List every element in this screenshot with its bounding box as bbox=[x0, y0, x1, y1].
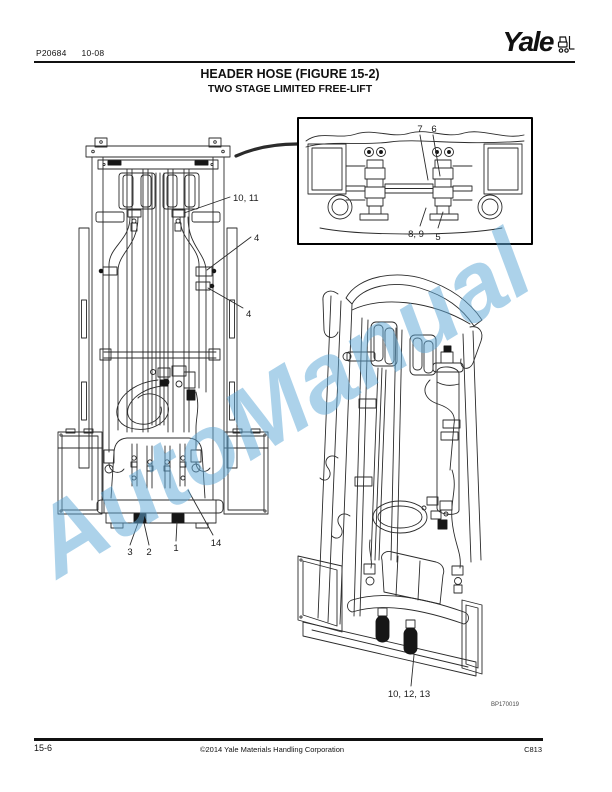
section-leader-lines bbox=[419, 134, 444, 229]
page-title: HEADER HOSE (FIGURE 15-2) bbox=[200, 67, 380, 81]
callout-5: 5 bbox=[435, 232, 440, 243]
brand-name: Yale bbox=[502, 26, 554, 57]
footer-rule bbox=[34, 738, 543, 741]
callout-4b: 4 bbox=[246, 309, 251, 320]
forklift-icon bbox=[557, 36, 575, 53]
callout-8-9: 8, 9 bbox=[408, 229, 424, 240]
front-view-leader-lines bbox=[129, 196, 252, 546]
callout-1: 1 bbox=[173, 543, 178, 554]
header-doc-info: P20684 10-08 bbox=[36, 48, 104, 58]
front-view-diagram: 10, 11 4 4 3 2 1 14 bbox=[57, 137, 269, 558]
callout-4a: 4 bbox=[254, 233, 259, 244]
page-subtitle: TWO STAGE LIMITED FREE-LIFT bbox=[207, 83, 373, 95]
footer-page-number: 15-6 bbox=[34, 743, 53, 753]
callout-3: 3 bbox=[127, 547, 132, 558]
doc-number: P20684 bbox=[36, 48, 67, 58]
figure-image-code: BP170019 bbox=[491, 702, 520, 708]
callout-10-11: 10, 11 bbox=[233, 193, 259, 204]
perspective-view-diagram: 10, 12, 13 BP170019 bbox=[297, 274, 520, 708]
callout-14: 14 bbox=[211, 538, 222, 549]
footer-copyright: ©2014 Yale Materials Handling Corporatio… bbox=[199, 744, 345, 754]
footer-doc-code: C813 bbox=[524, 744, 542, 754]
brand-logo: Yale bbox=[502, 26, 575, 57]
callout-7: 7 bbox=[417, 124, 422, 135]
callout-2: 2 bbox=[146, 547, 151, 558]
perspective-leader-lines bbox=[410, 654, 415, 687]
doc-revision: 10-08 bbox=[81, 48, 105, 58]
detail-callout-connector bbox=[234, 142, 299, 158]
callout-6: 6 bbox=[431, 124, 436, 135]
callout-10-12-13: 10, 12, 13 bbox=[388, 689, 430, 700]
header-rule bbox=[34, 61, 575, 63]
section-detail-inset: 7 6 8, 9 5 bbox=[297, 117, 533, 245]
